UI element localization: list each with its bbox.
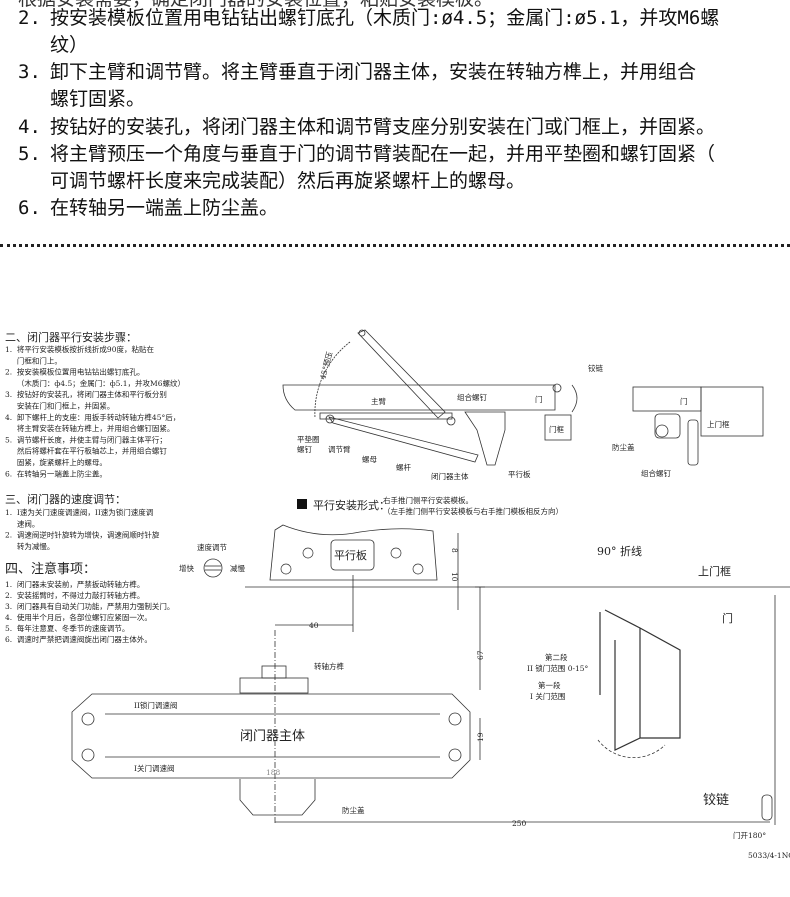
- list-line: 门框和门上。: [5, 355, 62, 365]
- list-line: 转为减慢。: [5, 541, 54, 551]
- label-valve-1: I关门调速阀: [134, 763, 174, 773]
- dim-188: 188: [266, 768, 281, 777]
- label-valve-2: II锁门调速阀: [134, 700, 177, 710]
- list-line: 1. 闭门器未安装前，严禁扳动转轴方榫。: [5, 579, 144, 589]
- sec4-list: 1. 闭门器未安装前，严禁扳动转轴方榫。2. 安装摇臂时，不得过力敲打转轴方榫。…: [5, 579, 174, 644]
- label-stage1-range: I 关门范围: [530, 691, 565, 701]
- label-combo-screw: 组合螺钉: [457, 392, 487, 402]
- step-4: 4.按钻好的安装孔，将闭门器主体和调节臂支座分别安装在门或门框上，并固紧。: [18, 116, 716, 138]
- label-stage1: 第一段: [538, 680, 561, 690]
- label-door: 门: [535, 395, 543, 404]
- label-plate-template: 平行板: [334, 548, 367, 562]
- step-3: 3.卸下主臂和调节臂。将主臂垂直于闭门器主体，安装在转轴方榫上，并用组合: [18, 61, 697, 83]
- label-stage2: 第二段: [545, 652, 568, 662]
- label-side-door: 门: [680, 397, 688, 406]
- list-line: 速阀。: [5, 519, 39, 528]
- list-line: 2. 按安装模板位置用电钻钻出螺钉底孔。: [5, 367, 144, 377]
- drawing-code: 5033/4-1NC: [748, 851, 790, 860]
- step-2-cont: 纹）: [50, 34, 89, 56]
- label-side-frame: 上门框: [707, 419, 730, 429]
- label-plate: 平行板: [508, 469, 531, 479]
- dotted-divider: [0, 244, 790, 247]
- list-line: 1. I速为关门速度调速阀，II速为锁门速度调: [5, 507, 153, 517]
- label-side-screw: 组合螺钉: [641, 468, 671, 478]
- label-screw-rod: 螺杆: [396, 462, 411, 472]
- speed-faster: 增快: [179, 563, 194, 573]
- label-main-arm: 主臂: [371, 396, 386, 406]
- label-fold-line: 90° 折线: [597, 544, 642, 558]
- list-line: 4. 卸下螺杆上的支座：用扳手转动转轴方榫45°后，: [5, 412, 180, 422]
- mode-note1: 右手推门侧平行安装模板。: [383, 495, 473, 505]
- list-line: 将主臂安装在转轴方榫上，并用组合螺钉固紧。: [5, 423, 174, 433]
- label-upper-frame: 上门框: [698, 564, 731, 578]
- label-stage2-range: II 锁门范围 0-15°: [527, 663, 589, 673]
- step-2: 2.按安装模板位置用电钻钻出螺钉底孔（木质门:ø4.5；金属门:ø5.1，并攻M…: [18, 7, 720, 29]
- list-line: 1. 将平行安装模板按折线折成90度，粘贴在: [5, 344, 154, 354]
- sec3-title: 三、闭门器的速度调节：: [5, 492, 126, 506]
- list-line: 2. 安装摇臂时，不得过力敲打转轴方榫。: [5, 590, 144, 600]
- label-preload: 45°预压: [317, 350, 334, 380]
- list-line: 4. 使用半个月后，各部位螺钉应紧固一次。: [5, 612, 152, 622]
- speed-title: 速度调节: [197, 542, 227, 552]
- mode-note2: （左手推门侧平行安装模板与右手推门模板相反方向）: [383, 506, 563, 516]
- label-hinge-template: 铰链: [703, 793, 729, 808]
- list-line: 2. 调速阀逆时针旋转为增快，调速阀顺时针旋: [5, 530, 160, 540]
- sec2-title: 二、闭门器平行安装步骤：: [5, 330, 137, 344]
- label-shaft: 转轴方榫: [314, 661, 344, 671]
- list-line: 3. 闭门器具有自动关门功能，严禁用力强制关门。: [5, 601, 174, 611]
- list-line: 6. 调速时严禁把调速阀旋出闭门器主体外。: [5, 634, 152, 644]
- list-line: （木质门：ф4.5；金属门：ф5.1，并攻M6螺纹）: [5, 378, 185, 388]
- side-view-drawing: [571, 384, 764, 466]
- speed-dial-icon: [203, 558, 223, 578]
- list-line: 5. 每年注意夏、冬季节的速度调节。: [5, 623, 129, 633]
- dim-250: 250: [512, 819, 527, 828]
- label-open-180: 门开180°: [733, 831, 766, 840]
- step-5: 5.将主臂预压一个角度与垂直于门的调节臂装配在一起，并用平垫圈和螺钉固紧（: [18, 143, 716, 165]
- dim-8: 8: [450, 548, 459, 553]
- label-door-frame: 门框: [549, 424, 564, 434]
- cut-line: 根据安装需要，确定闭门器的安装位置，粘贴安装模板。: [18, 0, 493, 13]
- sec4-title: 四、注意事项：: [5, 561, 96, 577]
- list-line: 6. 在转轴另一端盖上防尘盖。: [5, 468, 107, 478]
- step-6: 6.在转轴另一端盖上防尘盖。: [18, 197, 279, 219]
- dim-19: 19: [476, 732, 485, 742]
- label-adjust-arm: 调节臂: [328, 444, 351, 454]
- sec3-list: 1. I速为关门速度调速阀，II速为锁门速度调 速阀。 2. 调速阀逆时针旋转为增…: [5, 507, 160, 551]
- label-nut: 螺母: [362, 454, 377, 464]
- step-5-cont: 可调节螺杆长度来完成装配）然后再旋紧螺杆上的螺母。: [50, 170, 526, 192]
- list-line: 安装在门和门框上，并固紧。: [5, 401, 114, 411]
- dim-67: 67: [476, 650, 485, 660]
- square-bullet-icon: [297, 499, 307, 509]
- speed-slower: 减慢: [230, 563, 245, 573]
- label-body-template: 闭门器主体: [240, 729, 305, 744]
- list-line: 然后将螺杆套在平行板轴芯上，并用组合螺钉: [5, 446, 167, 456]
- dim-10: 10: [450, 572, 459, 582]
- label-side-dust: 防尘盖: [612, 442, 635, 452]
- dim-40: 40: [309, 621, 319, 630]
- list-line: 5. 调节螺杆长度，并使主臂与闭门器主体平行；: [5, 434, 167, 444]
- top-view-drawing: [282, 329, 572, 466]
- list-line: 固紧，旋紧螺杆上的螺母。: [5, 457, 107, 467]
- template-drawing: [71, 524, 790, 825]
- label-washer: 平垫圈: [297, 434, 320, 444]
- list-line: 3. 按钻好的安装孔，将闭门器主体和平行板分别: [5, 389, 167, 399]
- label-dust-cover: 防尘盖: [342, 805, 365, 815]
- step-3-cont: 螺钉固紧。: [50, 88, 146, 110]
- label-hinge: 铰链: [588, 363, 603, 373]
- label-body: 闭门器主体: [431, 471, 469, 481]
- sec2-list: 1. 将平行安装模板按折线折成90度，粘贴在 门框和门上。 2. 按安装模板位置用…: [5, 344, 185, 478]
- mode-title: 平行安装形式：: [313, 498, 390, 512]
- label-door-template: 门: [722, 611, 733, 625]
- label-screw: 螺钉: [297, 444, 312, 454]
